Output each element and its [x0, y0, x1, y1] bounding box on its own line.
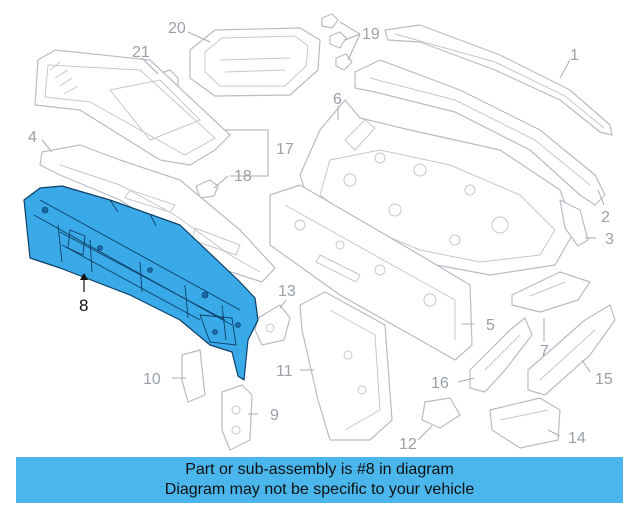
part-1 — [384, 24, 613, 136]
callout-9: 9 — [270, 407, 279, 424]
callout-10: 10 — [143, 371, 161, 388]
part-16 — [469, 317, 533, 393]
leader-lines — [41, 21, 605, 441]
callout-18: 18 — [234, 168, 252, 185]
part-20 — [189, 27, 321, 97]
callout-20: 20 — [168, 20, 186, 37]
parts-diagram: 1 2 3 4 5 6 7 8 9 10 11 12 13 14 15 16 1… — [23, 13, 616, 453]
part-8-highlight — [23, 185, 259, 381]
callout-7: 7 — [540, 343, 549, 360]
part-2 — [354, 59, 606, 247]
callout-16: 16 — [431, 375, 449, 392]
part-12 — [421, 397, 461, 429]
info-banner: Part or sub-assembly is #8 in diagram Di… — [16, 457, 623, 503]
callout-2: 2 — [601, 209, 610, 226]
callout-8: 8 — [79, 296, 88, 315]
callout-17: 17 — [276, 141, 294, 158]
callout-19: 19 — [362, 26, 380, 43]
part-10 — [181, 349, 206, 403]
part-4 — [39, 144, 276, 283]
part-13 — [254, 304, 291, 346]
callout-3: 3 — [605, 231, 614, 248]
part-5 — [269, 184, 473, 361]
callout-15: 15 — [595, 371, 613, 388]
part-18 — [195, 179, 219, 199]
part-14 — [489, 397, 561, 449]
callout-13: 13 — [278, 283, 296, 300]
part-9 — [221, 384, 253, 451]
part-17 — [34, 49, 231, 166]
part-19 — [321, 13, 353, 71]
banner-line-1: Part or sub-assembly is #8 in diagram — [185, 461, 454, 478]
part-15 — [527, 304, 616, 396]
banner-line-2: Diagram may not be specific to your vehi… — [164, 481, 475, 498]
callout-4: 4 — [28, 129, 37, 146]
callout-11: 11 — [276, 363, 293, 380]
callout-5: 5 — [486, 317, 495, 334]
callout-12: 12 — [399, 436, 417, 453]
callouts: 1 2 3 4 5 6 7 8 9 10 11 12 13 14 15 16 1… — [28, 20, 614, 453]
callout-21: 21 — [132, 44, 150, 61]
callout-14: 14 — [568, 430, 586, 447]
callout-1: 1 — [570, 47, 579, 64]
part-7 — [511, 271, 591, 313]
part-11 — [299, 291, 393, 441]
callout-6: 6 — [333, 91, 342, 108]
